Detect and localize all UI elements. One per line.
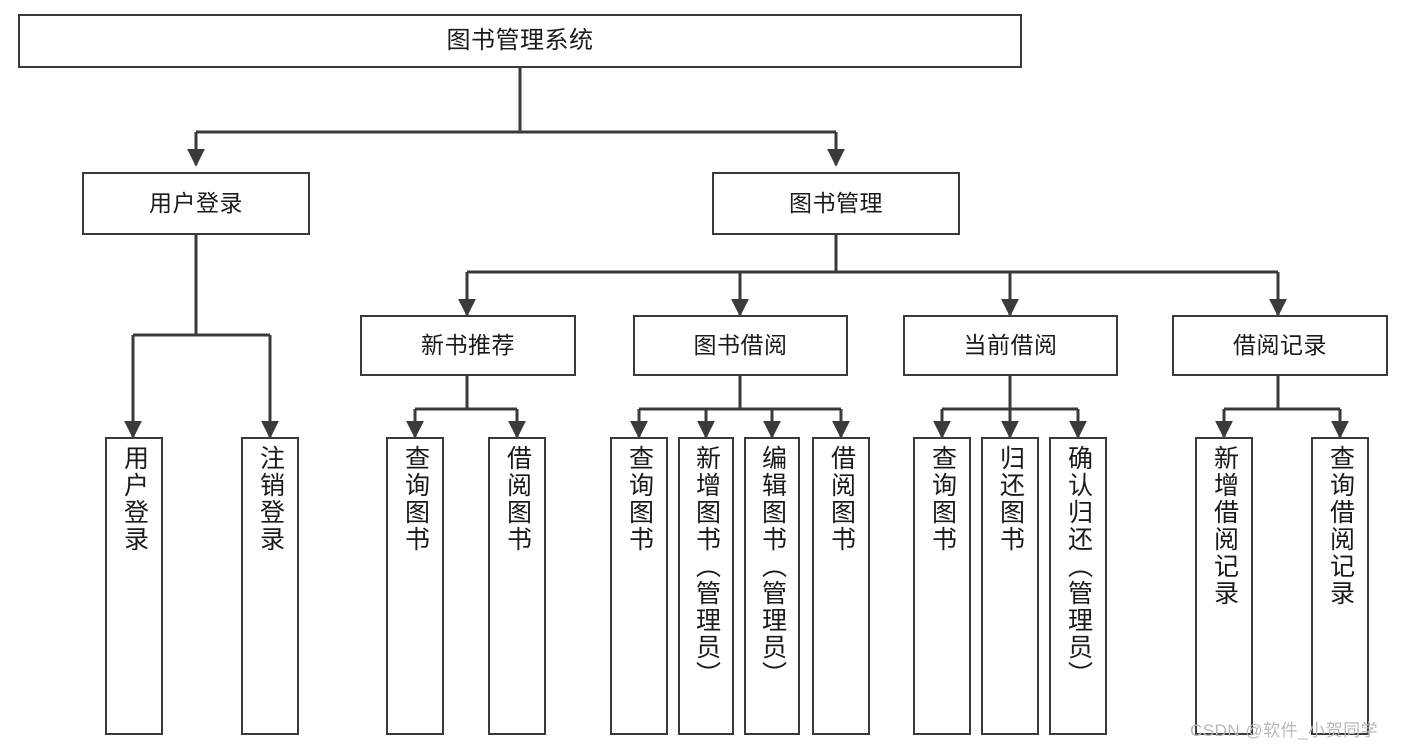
node-leaf-logout-label: 注销登录 — [256, 445, 285, 553]
node-leaf-query-book-3-label: 查询图书 — [928, 445, 957, 553]
node-borrow-record[interactable]: 借阅记录 — [1172, 315, 1388, 376]
node-leaf-borrow-book-2-label: 借阅图书 — [827, 445, 856, 553]
node-leaf-add-book-label: 新增图书（管理员） — [692, 445, 721, 688]
node-leaf-edit-book-label: 编辑图书（管理员） — [758, 445, 787, 688]
node-new-book-recommend[interactable]: 新书推荐 — [360, 315, 576, 376]
node-leaf-borrow-book-2[interactable]: 借阅图书 — [812, 437, 870, 735]
node-leaf-confirm-return[interactable]: 确认归还（管理员） — [1049, 437, 1107, 735]
node-leaf-query-record[interactable]: 查询借阅记录 — [1311, 437, 1369, 735]
node-root-label: 图书管理系统 — [446, 26, 594, 54]
node-leaf-borrow-book-1[interactable]: 借阅图书 — [488, 437, 546, 735]
node-leaf-add-record[interactable]: 新增借阅记录 — [1195, 437, 1253, 735]
node-leaf-query-book-2[interactable]: 查询图书 — [610, 437, 668, 735]
node-leaf-logout[interactable]: 注销登录 — [241, 437, 299, 735]
node-leaf-query-book-2-label: 查询图书 — [625, 445, 654, 553]
node-leaf-query-record-label: 查询借阅记录 — [1326, 445, 1355, 607]
watermark: CSDN @软件_小贺同学 — [1190, 721, 1379, 740]
node-user-login[interactable]: 用户登录 — [82, 172, 310, 235]
node-book-manage[interactable]: 图书管理 — [712, 172, 960, 235]
node-leaf-add-record-label: 新增借阅记录 — [1210, 445, 1239, 607]
node-book-manage-label: 图书管理 — [789, 189, 883, 216]
node-current-borrow[interactable]: 当前借阅 — [903, 315, 1118, 376]
node-root[interactable]: 图书管理系统 — [18, 14, 1022, 68]
node-leaf-query-book-3[interactable]: 查询图书 — [913, 437, 971, 735]
node-leaf-user-login-label: 用户登录 — [120, 445, 149, 553]
node-leaf-borrow-book-1-label: 借阅图书 — [503, 445, 532, 553]
node-current-borrow-label: 当前借阅 — [963, 331, 1058, 358]
node-leaf-query-book-1[interactable]: 查询图书 — [386, 437, 444, 735]
node-book-borrow[interactable]: 图书借阅 — [633, 315, 848, 376]
node-leaf-add-book[interactable]: 新增图书（管理员） — [678, 437, 734, 735]
node-leaf-return-book-label: 归还图书 — [996, 445, 1025, 553]
node-leaf-query-book-1-label: 查询图书 — [401, 445, 430, 553]
node-borrow-record-label: 借阅记录 — [1233, 331, 1327, 358]
node-leaf-user-login[interactable]: 用户登录 — [105, 437, 163, 735]
node-book-borrow-label: 图书借阅 — [693, 331, 788, 358]
node-leaf-return-book[interactable]: 归还图书 — [981, 437, 1039, 735]
node-leaf-confirm-return-label: 确认归还（管理员） — [1064, 445, 1093, 688]
node-user-login-label: 用户登录 — [149, 189, 243, 216]
node-new-book-recommend-label: 新书推荐 — [421, 331, 515, 358]
node-leaf-edit-book[interactable]: 编辑图书（管理员） — [744, 437, 800, 735]
